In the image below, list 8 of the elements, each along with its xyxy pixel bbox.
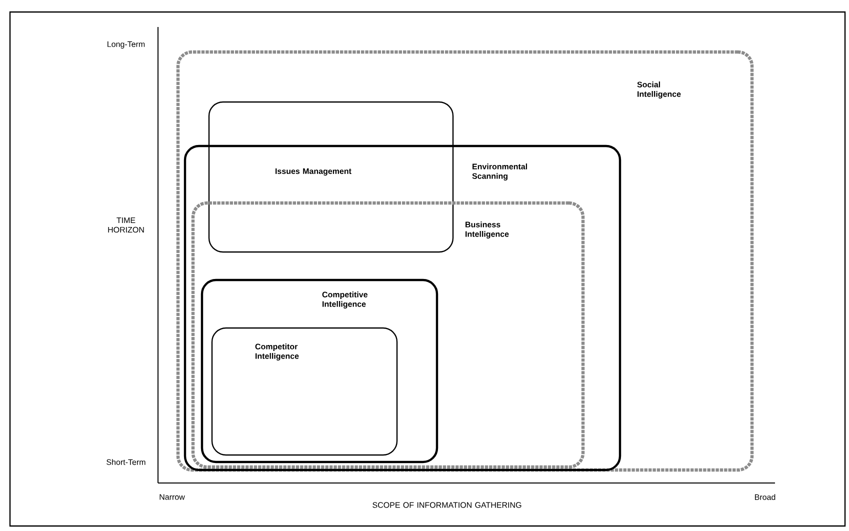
- axis-label: Narrow: [160, 494, 185, 500]
- axis-label: Long-Term: [108, 41, 145, 49]
- intelligence-box: Competitor Intelligence: [211, 327, 398, 456]
- axis-label: Short-Term: [106, 459, 146, 465]
- axis-label: SCOPE OF INFORMATION GATHERING: [372, 502, 522, 508]
- intelligence-box: Issues Management: [208, 101, 454, 253]
- axis-label: TIME HORIZON: [108, 217, 144, 233]
- axis-label: Broad: [755, 494, 776, 500]
